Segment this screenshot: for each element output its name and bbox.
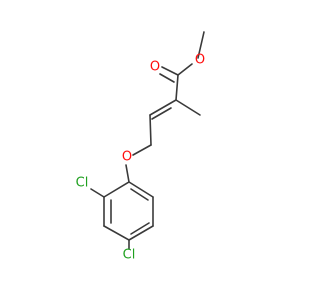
atom-cl-ortho: Cl	[76, 176, 89, 191]
bond-alkene-b	[151, 107, 172, 120]
bond-ring-cl-ortho	[90, 188, 105, 198]
structure-canvas: O O O Cl Cl	[75, 31, 206, 263]
bond-alkene-a	[149, 99, 177, 116]
ring-inner-3	[130, 188, 149, 201]
bond-alpha-methyl	[175, 99, 201, 116]
ring-bond-3	[103, 225, 130, 241]
ring-bond-1	[103, 181, 130, 198]
bond-c-double-o-b	[159, 73, 175, 83]
atom-o-ether: O	[122, 150, 132, 165]
bond-c-double-o-a	[161, 66, 179, 76]
ring-bond-4	[128, 225, 154, 241]
bond-carbonyl-alpha	[175, 74, 179, 101]
atom-cl-para: Cl	[123, 248, 136, 263]
bond-ch2-o	[132, 144, 152, 156]
molecule-structure: O O O Cl Cl	[76, 31, 205, 263]
bond-methyl-o	[197, 31, 205, 59]
bond-vinyl-ch2	[149, 114, 152, 146]
atom-o-ester: O	[195, 53, 205, 68]
bond-o-carbonyl-c	[177, 63, 193, 76]
atom-o-carbonyl: O	[150, 60, 160, 75]
ring-bond-6	[128, 181, 154, 198]
bond-o-ring	[125, 164, 130, 183]
ring-inner-2	[130, 222, 150, 235]
